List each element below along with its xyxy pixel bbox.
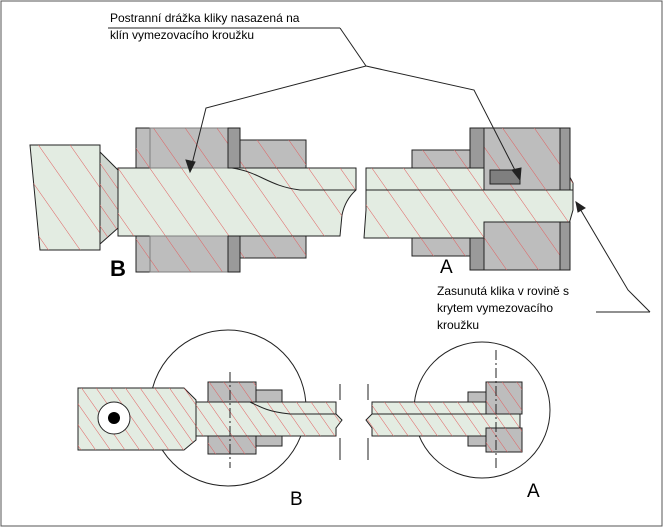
label-top-b: B bbox=[110, 256, 126, 281]
left-ring-lower bbox=[135, 235, 307, 273]
top-assembly bbox=[29, 27, 651, 313]
label-top-a: A bbox=[440, 257, 453, 278]
label-bottom-a: A bbox=[527, 481, 540, 502]
top-leader-lines bbox=[108, 27, 522, 182]
bottom-left-ring bbox=[207, 381, 283, 455]
right-ring-upper bbox=[411, 127, 571, 191]
bottom-assembly bbox=[77, 329, 551, 487]
right-ring-lower bbox=[411, 221, 571, 271]
right-annotation: Zasunutá klika v rovině s krytem vymezov… bbox=[437, 284, 570, 332]
top-annotation: Postranní drážka kliky nasazená na klín … bbox=[110, 11, 300, 42]
right-leader-line bbox=[575, 200, 651, 313]
label-bottom-b: B bbox=[290, 489, 303, 510]
bottom-right-ring bbox=[467, 381, 523, 453]
left-ring-upper bbox=[135, 127, 307, 169]
